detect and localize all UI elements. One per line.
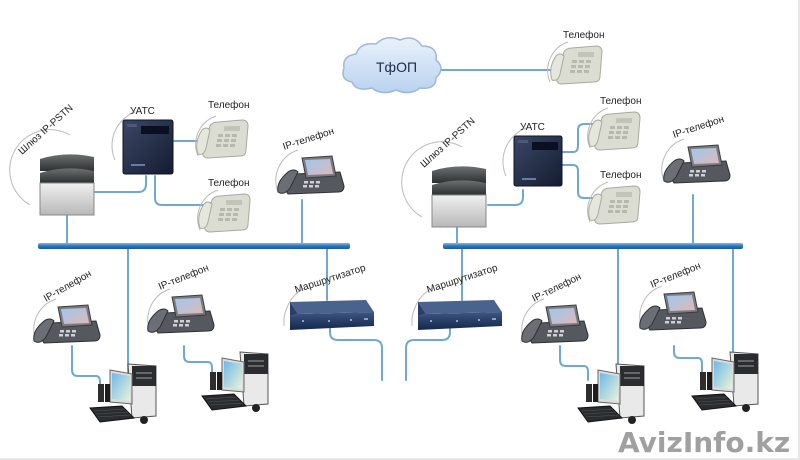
pc-left-a (89, 363, 157, 425)
edge-ipphone-pc-right-b (673, 345, 703, 373)
edge-gw-pbx-right (487, 189, 524, 206)
watermark: AvizInfo.kz (618, 426, 790, 459)
ip-phone-left-a (33, 298, 101, 344)
edge-router-right-out (405, 325, 451, 381)
ip-phone-left-b-label: IP-телефон (157, 262, 211, 293)
edge-gw-pbx-left (92, 175, 147, 193)
lan-bus-left (38, 243, 350, 249)
phone-right-2-label: Телефон (600, 169, 641, 181)
ip-phone-left-b (147, 288, 215, 334)
ip-phone-left-top-label: IP-телефон (281, 125, 335, 153)
phone-left-2 (197, 189, 251, 233)
gateway-right-label: Шлюз IP-PSTN (419, 116, 478, 171)
connections (66, 69, 734, 389)
frame-edge-bottom (0, 458, 800, 460)
edge-router-left-out (329, 325, 383, 381)
edge-pbx-phone-right-2 (561, 164, 599, 199)
ip-phone-right-a-label: IP-телефон (530, 271, 583, 305)
pbx-left (111, 111, 174, 175)
phone-right-2 (587, 181, 641, 225)
ip-phone-left-top (275, 149, 345, 195)
router-right (411, 287, 502, 330)
ip-phone-right-b-label: IP-телефон (649, 260, 703, 291)
edge-pbx-phone-left-2 (154, 175, 206, 206)
gateway-left-label: Шлюз IP-PSTN (17, 103, 76, 158)
phone-top-label: Телефон (563, 29, 604, 41)
gateway-left (9, 129, 95, 216)
edge-ipphone-pc-left-a (71, 345, 101, 389)
ip-phone-right-top-label: IP-телефон (671, 113, 725, 141)
ip-phone-right-b (639, 285, 707, 331)
phone-left-1 (195, 115, 249, 159)
router-left-label: Маршрутизатор (294, 262, 368, 295)
ip-phone-right-top (661, 138, 731, 184)
frame-edge-right (798, 0, 800, 460)
phone-right-1 (587, 107, 641, 151)
router-left (283, 287, 374, 330)
edge-ipphone-pc-right-a (559, 345, 589, 381)
pstn-cloud: ТфОП (342, 37, 442, 94)
pstn-label: ТфОП (376, 59, 417, 75)
phone-left-2-label: Телефон (208, 177, 249, 189)
edge-pbx-phone-right-1 (561, 123, 599, 153)
phone-right-1-label: Телефон (600, 95, 641, 107)
gateway-right (401, 141, 487, 228)
pbx-right (502, 127, 563, 187)
pbx-left-label: УАТС (130, 106, 155, 117)
ip-phone-left-a-label: IP-телефон (42, 268, 94, 305)
lan-bus-right (443, 243, 743, 249)
pbx-right-label: УАТС (520, 122, 545, 133)
phone-left-1-label: Телефон (208, 99, 249, 111)
edge-ipphone-pc-left-b (183, 345, 213, 377)
pc-left-b (201, 351, 269, 413)
ip-phone-right-a (521, 298, 589, 344)
phone-top (547, 41, 603, 85)
